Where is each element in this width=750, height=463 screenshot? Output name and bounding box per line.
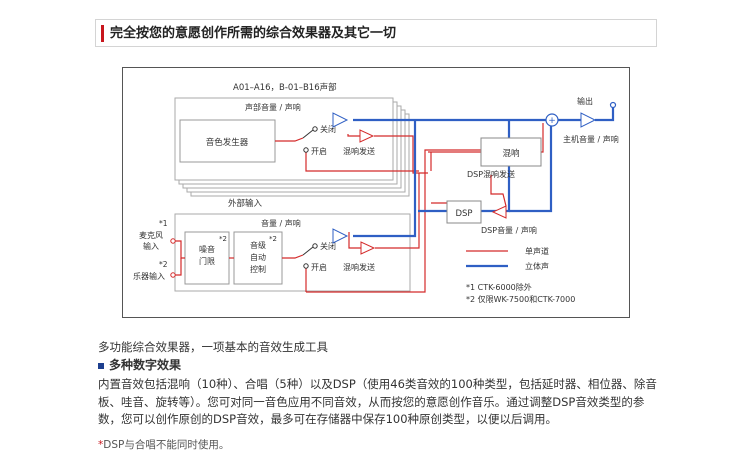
dsp-send-amp xyxy=(491,205,507,219)
ext-volume-amp xyxy=(332,228,349,244)
mic-mark: *1 xyxy=(159,219,168,228)
agc-mark: *2 xyxy=(269,235,277,243)
feature-title-box: 完全按您的意愿创作所需的综合效果器及其它一切 xyxy=(95,19,657,47)
mono-tg-to-switch xyxy=(275,137,304,142)
amplifiers xyxy=(332,112,597,255)
inst-input-label: 乐器输入 xyxy=(133,271,165,281)
agc-label-2: 自动 xyxy=(250,252,266,262)
inst-jack xyxy=(170,272,176,278)
reverb-box xyxy=(480,137,542,167)
switch-ext-off-label: 关闭 xyxy=(320,241,336,251)
dsp-reverb-send-label: DSP混响发送 xyxy=(467,169,515,179)
effects-block-diagram: A01–A16，B-01–B16声部 声部音量 / 声响 音色发生器 外部输入 … xyxy=(122,67,630,318)
switch-top-off-label: 关闭 xyxy=(320,124,336,134)
mic-jack xyxy=(170,238,176,244)
title-accent-bar xyxy=(101,25,104,42)
mic-label-1: 麦克风 xyxy=(139,230,163,240)
inst-mark: *2 xyxy=(159,260,168,269)
feature-title: 完全按您的意愿创作所需的综合效果器及其它一切 xyxy=(110,26,397,41)
switch-top-off-node xyxy=(312,126,318,132)
master-volume-label: 主机音量 / 声响 xyxy=(563,134,619,144)
master-volume-amp xyxy=(580,112,597,128)
part-volume-label: 声部音量 / 声响 xyxy=(245,102,301,112)
mono-send-top xyxy=(347,134,360,137)
section-heading: 多种数字效果 xyxy=(98,356,181,373)
part-volume-amp xyxy=(332,112,349,128)
mixer-node xyxy=(545,113,559,127)
dsp-volume-label: DSP音量 / 声响 xyxy=(481,225,537,235)
note-asterisk: * xyxy=(98,439,104,451)
mono-dsp-send-loop xyxy=(490,175,507,207)
switch-top-lever xyxy=(302,129,314,139)
tone-banks-label: A01–A16，B-01–B16声部 xyxy=(233,82,337,93)
agc-label-3: 控制 xyxy=(250,264,266,274)
mono-signal-lines xyxy=(175,123,544,293)
feature-description: 多功能综合效果器，一项基本的音效生成工具 xyxy=(98,340,328,354)
dsp-label: DSP xyxy=(455,209,472,219)
mixer-plus-icon: + xyxy=(548,116,556,126)
diagram-svg: A01–A16，B-01–B16声部 声部音量 / 声响 音色发生器 外部输入 … xyxy=(133,82,619,304)
mono-send-ext-up xyxy=(375,173,420,249)
switch-top-on-node xyxy=(303,147,309,153)
mono-send-ext xyxy=(348,232,361,249)
square-bullet-icon xyxy=(98,362,104,369)
footnote-2: *2 仅限WK-7500和CTK-7000 xyxy=(466,294,575,304)
effects-paragraph: 内置音效包括混响（10种）、合唱（5种）以及DSP（使用46类音效的100种类型… xyxy=(98,377,657,426)
reverb-send-label-top: 混响发送 xyxy=(343,146,375,156)
mono-inst-in xyxy=(175,258,182,276)
mono-agc-to-switch xyxy=(282,254,304,259)
switches xyxy=(302,126,318,269)
reverb-send-amp-ext xyxy=(360,241,376,255)
tone-generator-box xyxy=(179,119,276,163)
mono-open-top xyxy=(305,150,317,172)
output-label: 输出 xyxy=(577,96,593,106)
noise-gate-label-2: 门限 xyxy=(199,256,215,266)
switch-ext-on-label: 开启 xyxy=(311,262,327,272)
legend-mono-label: 单声道 xyxy=(525,246,549,256)
usage-note: *DSP与合唱不能同时使用。 xyxy=(98,437,229,452)
ext-volume-label: 音量 / 声响 xyxy=(261,218,301,228)
switch-ext-off-node xyxy=(312,243,318,249)
stereo-dsp-to-mixer xyxy=(509,125,553,213)
switch-ext-on-node xyxy=(303,263,309,269)
switch-ext-lever xyxy=(302,246,314,256)
reverb-send-amp-top xyxy=(359,129,375,143)
dsp-box xyxy=(446,200,482,224)
mono-send-top-to-reverb xyxy=(374,135,428,174)
reverb-send-label-ext: 混响发送 xyxy=(343,262,375,272)
noise-gate-mark: *2 xyxy=(219,235,227,243)
stereo-to-output xyxy=(595,108,615,122)
footnote-1: *1 CTK-6000除外 xyxy=(466,282,532,292)
mono-mic-in xyxy=(175,240,185,259)
agc-label-1: 音级 xyxy=(250,240,266,250)
legend-stereo-label: 立体声 xyxy=(525,261,549,271)
noise-gate-label-1: 噪音 xyxy=(199,244,215,254)
note-text: DSP与合唱不能同时使用。 xyxy=(103,439,230,451)
switch-top-on-label: 开启 xyxy=(311,146,327,156)
tone-generator-label: 音色发生器 xyxy=(206,137,249,148)
ext-input-label: 外部输入 xyxy=(228,198,263,209)
stereo-ext-bus xyxy=(353,120,417,238)
mono-open-ext-up xyxy=(306,149,481,293)
section-heading-text: 多种数字效果 xyxy=(109,358,182,372)
reverb-label: 混响 xyxy=(502,148,519,159)
output-jack xyxy=(609,101,617,109)
mic-label-2: 输入 xyxy=(143,241,159,251)
